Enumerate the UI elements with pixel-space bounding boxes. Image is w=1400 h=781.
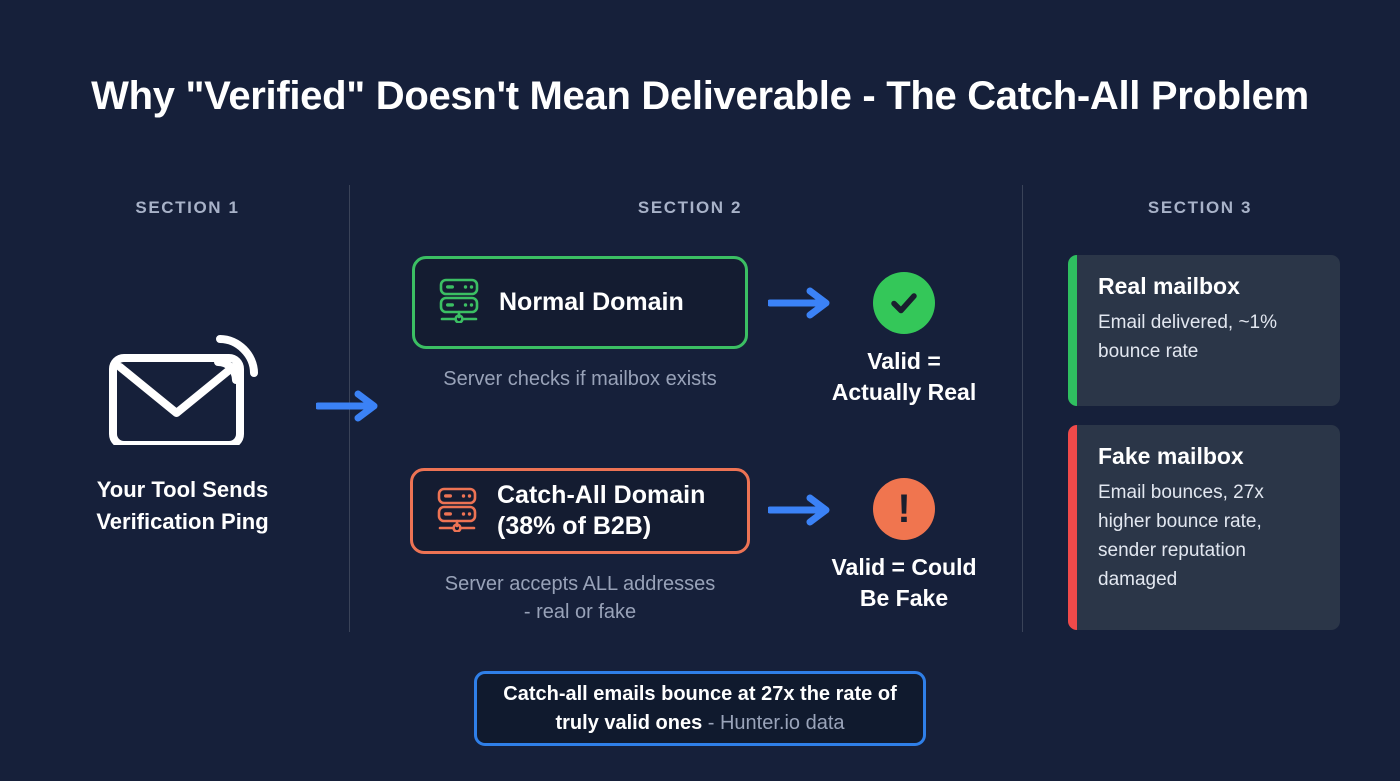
callout-source-text: - Hunter.io data [702,711,845,734]
catchall-domain-label-line1: Catch-All Domain [497,481,706,509]
check-circle-icon [873,272,935,334]
status-bottom-line2: Be Fake [859,585,949,611]
section-divider-2 [1022,185,1023,632]
section-label-1: SECTION 1 [135,198,240,217]
catchall-domain-label-line2: (38% of B2B) [497,512,652,540]
arrow-right-icon-top [766,285,834,326]
section-label-3: SECTION 3 [1147,198,1253,217]
server-icon [435,486,479,537]
status-bottom-line1: Valid = Could [831,554,977,580]
catchall-domain-label: Catch-All Domain (38% of B2B) [497,480,705,542]
page-title: Why "Verified" Doesn't Mean Deliverable … [91,74,1309,118]
catchall-subtitle-line1: Server accepts ALL addresses [444,573,716,595]
callout-bold-text: Catch-all emails bounce at 27x the rate … [503,682,897,734]
catchall-domain-subtitle: Server accepts ALL addresses - real or f… [390,570,770,626]
valid-real-status: Valid = Actually Real [800,272,1008,408]
arrow-right-icon-main [314,388,382,429]
statistic-callout: Catch-all emails bounce at 27x the rate … [474,671,926,746]
normal-domain-card[interactable]: Normal Domain [412,256,748,349]
normal-domain-label: Normal Domain [499,288,684,316]
exclamation-glyph: ! [897,487,911,531]
alert-circle-icon: ! [873,478,935,540]
section1-caption-line1: Your Tool Sends [96,477,269,502]
server-icon [437,277,481,328]
section1-caption: Your Tool Sends Verification Ping [45,474,320,538]
outcome-real-body: Email delivered, ~1% bounce rate [1098,312,1278,362]
status-top-line1: Valid = [867,348,941,374]
outcome-fake-body: Email bounces, 27x higher bounce rate, s… [1098,482,1264,590]
envelope-signal-icon [108,325,273,449]
valid-fake-status: ! Valid = Could Be Fake [800,478,1008,614]
section-label-2: SECTION 2 [637,198,743,217]
section1-caption-line2: Verification Ping [96,509,269,534]
normal-domain-subtitle: Server checks if mailbox exists [443,368,717,390]
outcome-card-real-mailbox[interactable]: Real mailbox Email delivered, ~1% bounce… [1068,255,1340,406]
status-top-line2: Actually Real [831,379,977,405]
outcome-card-fake-mailbox[interactable]: Fake mailbox Email bounces, 27x higher b… [1068,425,1340,630]
catchall-domain-card[interactable]: Catch-All Domain (38% of B2B) [410,468,750,554]
outcome-real-title: Real mailbox [1098,273,1240,299]
outcome-fake-title: Fake mailbox [1098,443,1244,469]
catchall-subtitle-line2: - real or fake [523,601,637,623]
arrow-right-icon-bottom [766,492,834,533]
